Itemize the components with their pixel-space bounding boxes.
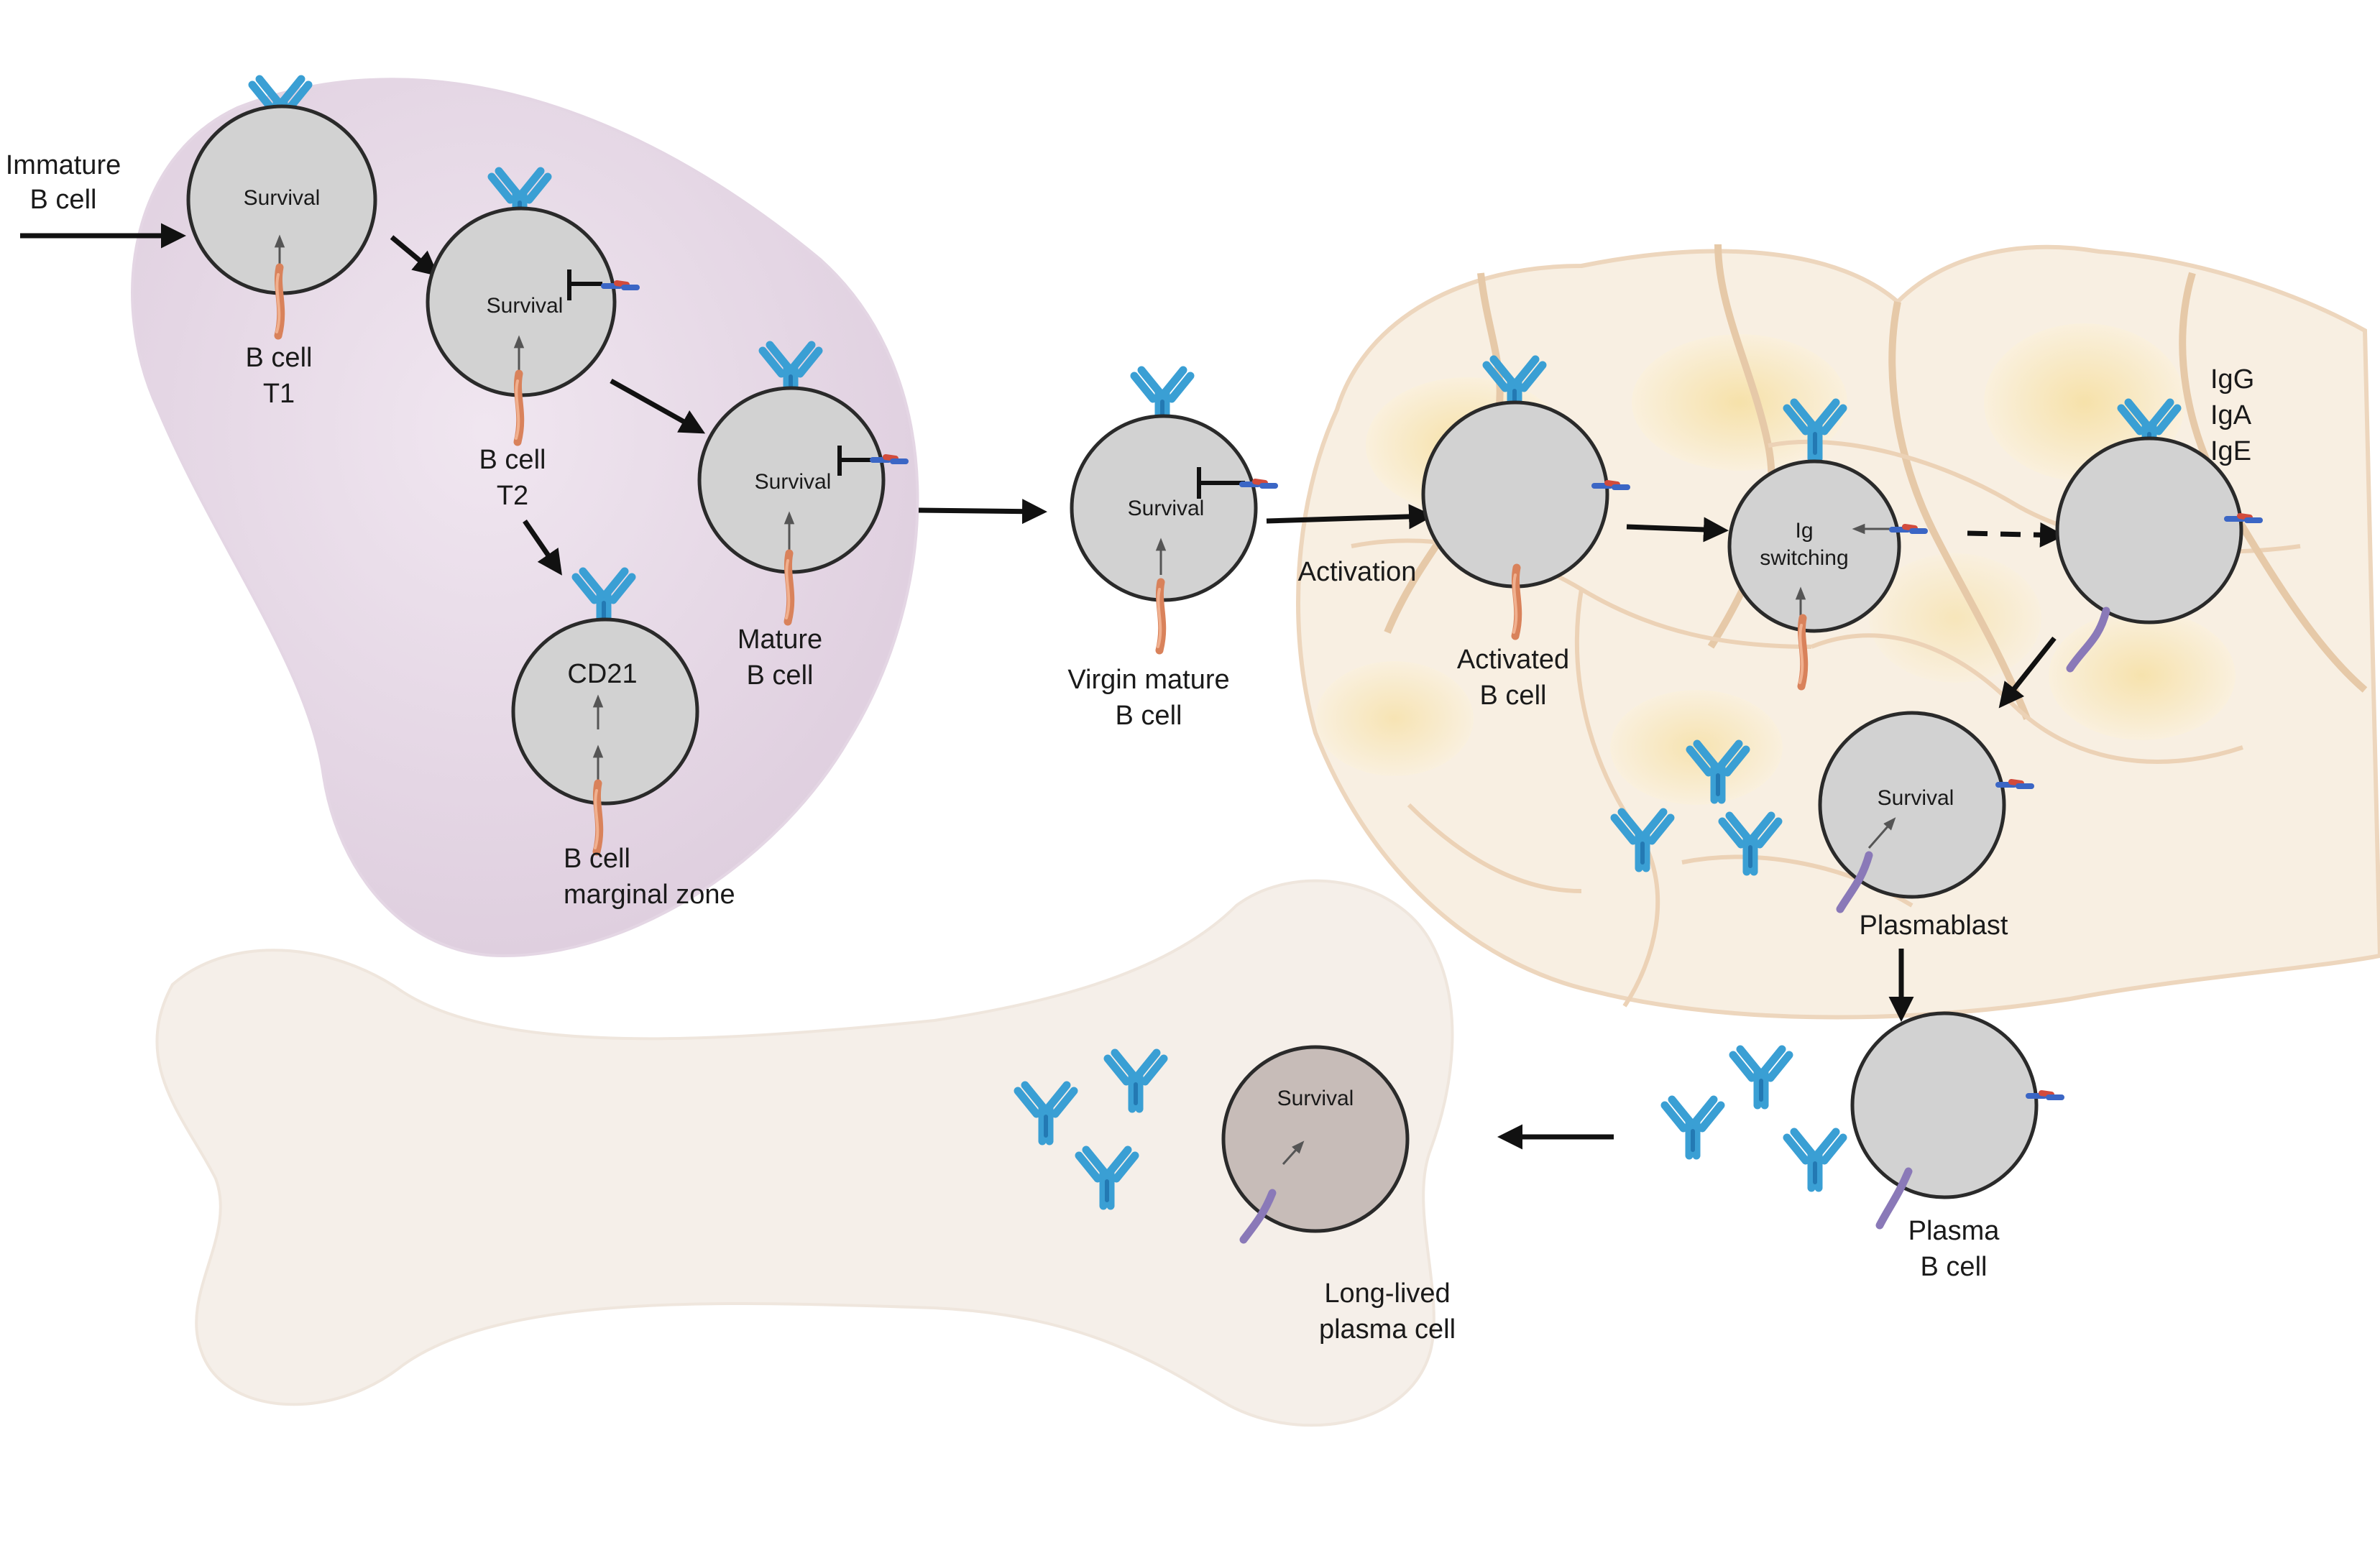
- arrow-isotype-to-plasmablast: [1998, 636, 2057, 709]
- label-activated-1: Activated: [1457, 645, 1569, 675]
- cell-cd21-text: CD21: [567, 659, 637, 689]
- cell-marginal-zone: CD21: [511, 571, 699, 852]
- label-marginal-1: B cell: [564, 844, 630, 874]
- cell-virgin-text: Survival: [1128, 497, 1205, 520]
- cell-mature-text: Survival: [755, 470, 832, 494]
- spleen-organ: [131, 78, 919, 958]
- label-ige: IgE: [2210, 436, 2251, 466]
- cell-long-lived-plasma: Survival: [1221, 1045, 1410, 1244]
- cell-t1: Survival: [186, 79, 377, 336]
- plasmablast-text: Survival: [1878, 786, 1954, 810]
- long-lived-text: Survival: [1277, 1087, 1354, 1110]
- cell-isotype: [2055, 402, 2260, 673]
- arrow-activated-to-switching: [1626, 517, 1729, 543]
- label-iga: IgA: [2210, 400, 2252, 430]
- secreted-antibodies-plasma: [1665, 1049, 1843, 1188]
- label-long-lived-1: Long-lived: [1324, 1278, 1450, 1309]
- label-mature-2: B cell: [747, 660, 814, 691]
- cell-virgin-mature: Survival: [1070, 370, 1275, 650]
- label-activation: Activation: [1298, 557, 1417, 587]
- label-marginal-2: marginal zone: [564, 880, 735, 910]
- label-immature-2: B cell: [30, 185, 97, 215]
- ig-switching-line1: Ig: [1795, 519, 1813, 543]
- label-activated-2: B cell: [1480, 681, 1547, 711]
- ig-switching-line2: switching: [1760, 546, 1848, 570]
- cell-t1-text: Survival: [244, 186, 321, 210]
- label-igg: IgG: [2210, 364, 2254, 395]
- label-virgin-1: Virgin mature: [1067, 665, 1229, 695]
- cell-ig-switching: Ig switching: [1727, 402, 1925, 686]
- arrow-t2-to-mature: [610, 378, 706, 434]
- bone-organ: [155, 879, 1454, 1427]
- label-t2-1: B cell: [479, 445, 546, 475]
- arrow-t2-to-marginal-zone: [523, 520, 562, 576]
- arrow-virgin-to-activated: [1266, 504, 1434, 530]
- label-long-lived-2: plasma cell: [1319, 1314, 1456, 1345]
- label-t2-2: T2: [497, 481, 528, 511]
- label-virgin-2: B cell: [1116, 701, 1182, 731]
- cell-t2-text: Survival: [487, 294, 564, 318]
- label-plasmablast: Plasmablast: [1860, 911, 2008, 941]
- cell-plasma: [1850, 1011, 2062, 1230]
- lymph-node-organ: [1296, 244, 2380, 1020]
- cell-mature: Survival: [697, 345, 906, 622]
- cell-t2: Survival: [426, 171, 637, 442]
- cell-plasmablast: Survival: [1818, 711, 2031, 913]
- label-t1-2: T1: [263, 379, 295, 409]
- label-immature-1: Immature: [6, 150, 121, 180]
- arrow-switching-to-isotype: [1967, 522, 2065, 548]
- arrow-mature-to-virgin: [918, 499, 1047, 525]
- arrow-t1-to-t2: [390, 235, 439, 277]
- cell-activated: [1421, 359, 1627, 636]
- label-t1-1: B cell: [246, 343, 313, 373]
- label-mature-1: Mature: [738, 624, 822, 655]
- label-plasma-2: B cell: [1921, 1252, 1988, 1282]
- label-plasma-1: Plasma: [1908, 1216, 2000, 1246]
